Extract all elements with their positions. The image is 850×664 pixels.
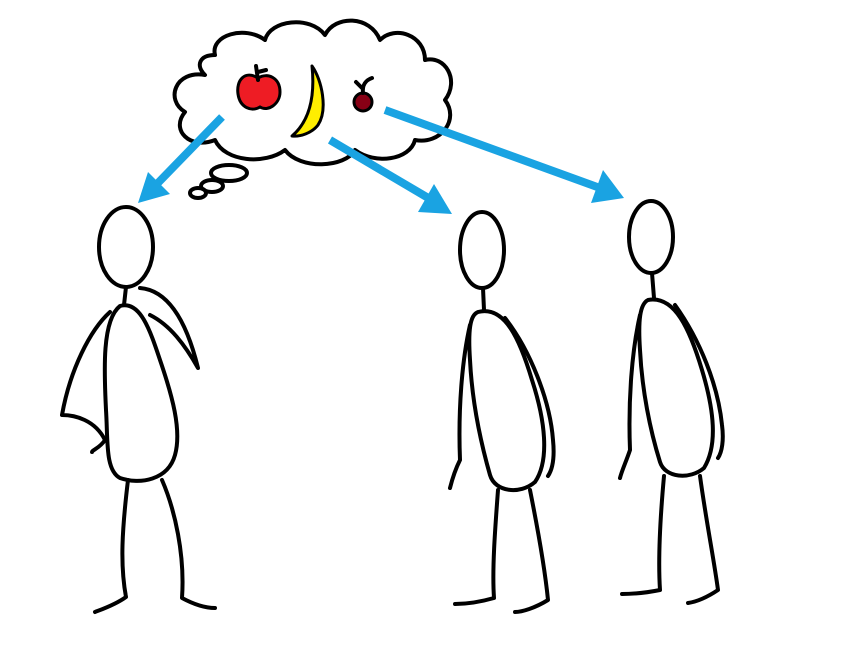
figure-listener-2 [618,199,725,605]
figure-listener-1 [448,210,556,614]
banana-icon [290,64,325,138]
apple-icon [236,64,282,111]
arrow-to-listener-1 [327,136,452,214]
cherry-icon [352,76,374,113]
figure-thinker [60,205,217,614]
arrow-to-listener-2 [383,106,624,203]
arrows [138,106,624,214]
arrow-to-thinker [138,114,225,203]
